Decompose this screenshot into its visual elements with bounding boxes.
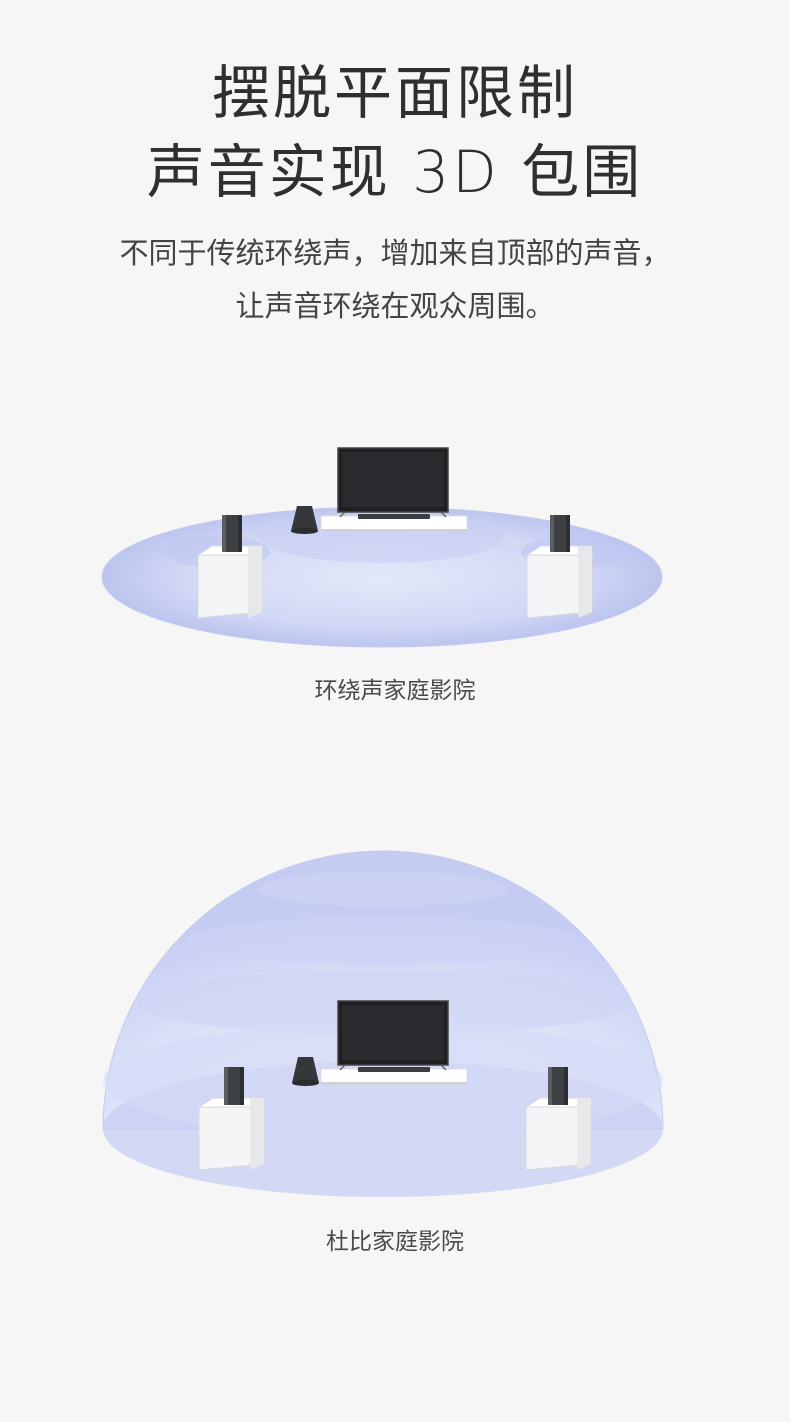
- soundbar: [358, 1067, 430, 1072]
- right-speaker: [548, 1067, 568, 1105]
- soundbar: [358, 514, 430, 519]
- right-speaker: [550, 515, 570, 552]
- headline-line-1: 摆脱平面限制: [211, 59, 578, 127]
- left-speaker: [224, 1067, 244, 1105]
- description-line-1: 不同于传统环绕声，增加来自顶部的声音，: [119, 236, 671, 270]
- surround-sound-caption: 环绕声家庭影院: [314, 678, 476, 704]
- subwoofer: [292, 1057, 319, 1083]
- dolby-theater-illustration: [102, 850, 664, 1197]
- dolby-theater-caption: 杜比家庭影院: [326, 1229, 464, 1255]
- surround-sound-illustration: [101, 447, 663, 648]
- description-line-2: 让声音环绕在观众周围。: [235, 289, 555, 323]
- headline-line-2: 声音实现 3D 包围: [146, 138, 644, 206]
- subwoofer: [291, 506, 318, 531]
- sound-field-ring: [187, 917, 579, 965]
- left-speaker: [222, 515, 242, 552]
- sound-field-ring: [259, 871, 507, 907]
